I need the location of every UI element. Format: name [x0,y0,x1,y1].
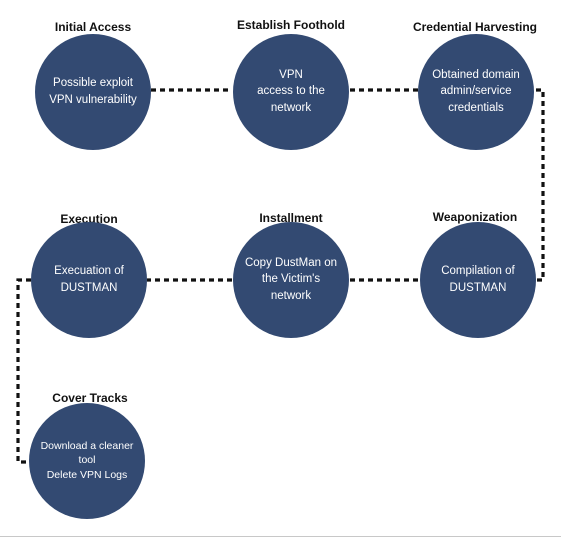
node-execution-text: Execuation of DUSTMAN [54,264,124,296]
node-line: the Victim's [261,273,321,286]
node-line: tool [78,454,96,467]
node-line: VPN vulnerability [49,93,137,106]
connector-execution-to-cover [16,278,31,464]
stage-title-weaponization: Weaponization [432,210,518,224]
connector-credential-to-weaponization [536,88,545,282]
node-line: VPN [279,68,303,81]
node-line: Obtained domain [432,68,520,81]
stage-title-execution: Execution [60,212,118,226]
node-line: DUSTMAN [449,281,507,294]
node-cover-tracks-text: Download a cleaner tool Delete VPN Logs [41,440,134,483]
node-line: network [270,101,312,114]
node-initial-access-text: Possible exploit VPN vulnerability [49,76,137,108]
node-line: Execuation of [54,264,124,277]
node-initial-access: Possible exploit VPN vulnerability [35,34,151,150]
node-line: Compilation of [441,264,515,277]
node-cover-tracks: Download a cleaner tool Delete VPN Logs [29,403,145,519]
stage-title-installment: Installment [259,211,323,225]
stage-title-credential-harvesting: Credential Harvesting [412,20,538,34]
node-line: DUSTMAN [60,281,118,294]
node-line: network [270,289,312,302]
node-credential-harvesting-text: Obtained domain admin/service credential… [432,68,520,117]
stage-title-establish-foothold: Establish Foothold [237,18,345,32]
node-line: credentials [448,101,504,114]
node-line: Download a cleaner [40,439,134,452]
node-line: Delete VPN Logs [46,468,128,481]
stage-title-cover-tracks: Cover Tracks [52,391,128,405]
node-weaponization: Compilation of DUSTMAN [420,222,536,338]
node-line: Copy DustMan on [244,256,338,269]
node-line: admin/service [440,85,512,98]
node-line: access to the [257,85,325,98]
node-establish-foothold-text: VPN access to the network [257,68,325,117]
node-credential-harvesting: Obtained domain admin/service credential… [418,34,534,150]
node-execution: Execuation of DUSTMAN [31,222,147,338]
node-weaponization-text: Compilation of DUSTMAN [441,264,515,296]
stage-title-initial-access: Initial Access [54,20,132,34]
node-installment-text: Copy DustMan on the Victim's network [245,256,337,305]
node-establish-foothold: VPN access to the network [233,34,349,150]
node-installment: Copy DustMan on the Victim's network [233,222,349,338]
node-line: Possible exploit [53,76,133,89]
